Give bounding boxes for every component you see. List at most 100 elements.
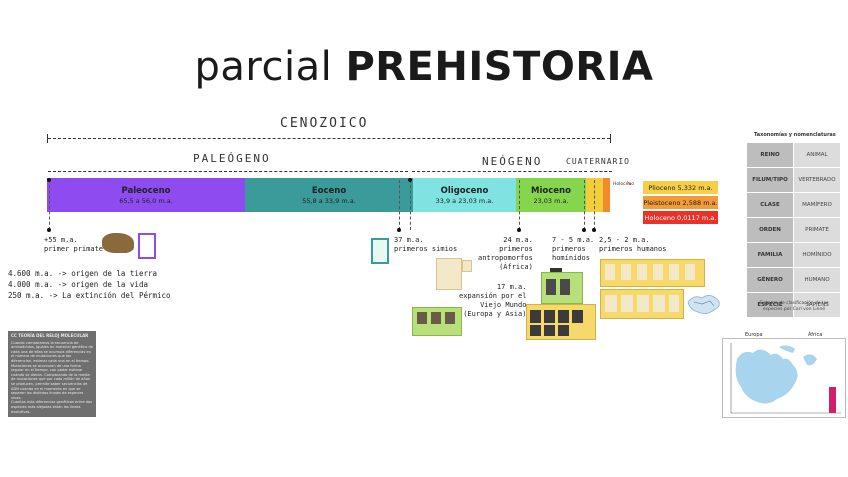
rank-cell: FAMILIA	[746, 242, 794, 268]
thumb	[621, 295, 633, 312]
simio-card[interactable]	[371, 238, 389, 264]
box-holoceno: Holoceno 0,0117 m.a.	[643, 211, 718, 224]
bracket-end	[610, 134, 611, 143]
marker-line-2	[410, 180, 411, 230]
primate-image[interactable]	[102, 233, 134, 253]
thumb	[605, 264, 615, 280]
box-plioceno: Plioceno 5,332 m.a.	[643, 181, 718, 194]
map-label-right: África	[808, 332, 823, 338]
antropomorfo-card[interactable]	[436, 258, 462, 290]
page-title: parcial PREHISTORIA	[0, 44, 848, 90]
hominido-cards[interactable]	[541, 272, 583, 304]
thumb	[431, 312, 441, 324]
note-box[interactable]: CC TEORÍA DEL RELOJ MOLECULAR Cuando com…	[8, 331, 96, 417]
epoch-range: 23,03 m.a.	[533, 196, 569, 205]
value-cell: HUMANO	[793, 267, 841, 293]
thumb	[445, 312, 455, 324]
era-cenozoico: CENOZOICO	[280, 116, 369, 131]
epoch-name: Oligoceno	[440, 185, 489, 196]
hominido-cards-yellow[interactable]	[526, 304, 596, 340]
thumb	[544, 325, 555, 336]
primate-card[interactable]	[138, 233, 156, 259]
value-cell: ANIMAL	[793, 142, 841, 168]
holoceno-tag: Holoceno	[613, 182, 634, 187]
marker-dot	[47, 178, 51, 182]
era-paleogeno: PALEÓGENO	[193, 152, 271, 165]
thumb	[572, 310, 583, 323]
antropomorfo-card-small[interactable]	[462, 260, 472, 272]
event-primer-primate: +55 m.a. primer primate	[44, 236, 104, 253]
origin-tierra: 4.600 m.a. -> origen de la tierra	[8, 269, 158, 278]
thumb	[544, 310, 555, 323]
note-body: Cuando comparamos la secuencia de aminoá…	[11, 340, 93, 414]
thumb	[558, 325, 569, 336]
taxonomy-caption: Sistema de clasificación de las especies…	[759, 301, 829, 312]
value-cell: HOMÍNIDO	[793, 242, 841, 268]
taxonomy-title: Taxonomías y nomenclaturas	[754, 132, 836, 138]
note-heading: CC TEORÍA DEL RELOJ MOLECULAR	[11, 333, 89, 338]
thumb	[530, 310, 541, 323]
epoch-name: Mioceno	[531, 185, 571, 196]
map-icon	[687, 295, 720, 314]
era-neogeno: NEÓGENO	[482, 155, 543, 168]
epoch-pleistoceno[interactable]	[603, 178, 610, 212]
marker-dot	[47, 228, 51, 232]
thumb	[546, 279, 556, 295]
event-primeros-simios: 37 m.a. primeros simios	[394, 236, 458, 253]
event-expansion: 17 m.a. expansión por el Viejo Mundo (Eu…	[459, 283, 527, 318]
epoch-mioceno[interactable]: Mioceno 23,03 m.a.	[516, 178, 586, 212]
thumb	[653, 264, 663, 280]
marker-line-antropomorfos	[519, 180, 520, 230]
epoch-range: 33,9 a 23,03 m.a.	[435, 196, 494, 205]
rank-cell: FILUM/TIPO	[746, 167, 794, 193]
marker-dot	[592, 228, 596, 232]
rank-cell: ORDEN	[746, 217, 794, 243]
epoch-paleoceno[interactable]: Paleoceno 65,5 a 56,0 m.a.	[47, 178, 245, 212]
epoch-eoceno[interactable]: Eoceno 55,8 a 33,9 m.a.	[245, 178, 413, 212]
marker-dot	[517, 228, 521, 232]
hominido-thumb-top	[550, 268, 562, 272]
paleogeno-bracket	[48, 171, 408, 172]
rank-cell: CLASE	[746, 192, 794, 218]
cenozoico-bracket	[48, 138, 610, 139]
marker-line-hominidos	[584, 180, 585, 230]
map-graphic	[730, 343, 841, 414]
rank-cell: REINO	[746, 142, 794, 168]
rank-cell: ESPECIE	[746, 292, 794, 318]
marker-line-humanos	[594, 180, 595, 230]
title-part2: PREHISTORIA	[345, 44, 654, 90]
humanos-cards-row1[interactable]	[600, 259, 705, 287]
expansion-cards[interactable]	[412, 307, 462, 336]
era-cuaternario: CUATERNARIO	[566, 157, 630, 166]
marker-dot	[582, 228, 586, 232]
map-label-left: Europa	[745, 332, 763, 338]
humanos-cards-row2[interactable]	[600, 289, 684, 319]
bracket-start	[47, 134, 48, 143]
world-map-thumb[interactable]	[684, 290, 724, 318]
arrow-icon: ↘	[626, 179, 632, 187]
marker-line-simios	[399, 180, 400, 230]
thumb	[605, 295, 617, 312]
thumb	[685, 264, 695, 280]
thumb	[530, 325, 541, 336]
thumb	[560, 279, 570, 295]
epoch-name: Paleoceno	[121, 185, 171, 196]
thumb	[669, 264, 679, 280]
title-part1: parcial	[194, 44, 346, 90]
rank-cell: GÉNERO	[746, 267, 794, 293]
epoch-range: 55,8 a 33,9 m.a.	[302, 196, 356, 205]
epoch-oligoceno[interactable]: Oligoceno 33,9 a 23,03 m.a.	[413, 178, 516, 212]
thumb	[637, 264, 647, 280]
value-cell: MAMÍFERO	[793, 192, 841, 218]
epoch-range: 65,5 a 56,0 m.a.	[119, 196, 173, 205]
event-hominidos: 7 - 5 m.a. primeros homínidos	[552, 236, 595, 262]
map-figure[interactable]	[722, 338, 846, 418]
thumb	[637, 295, 649, 312]
thumb	[558, 310, 569, 323]
thumb	[621, 264, 631, 280]
